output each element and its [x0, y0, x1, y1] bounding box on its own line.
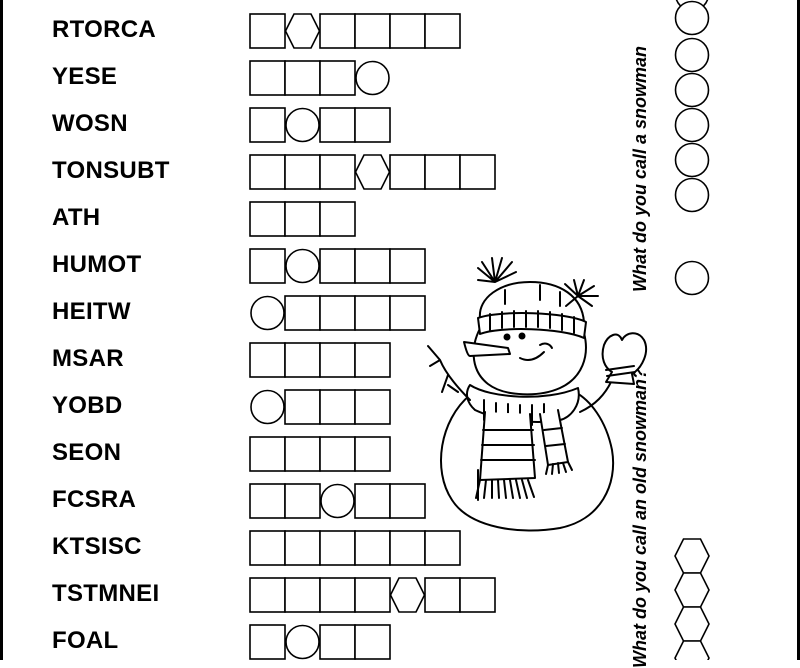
letter-box-square[interactable] — [389, 154, 426, 190]
letter-box-square[interactable] — [249, 577, 286, 613]
scrambled-word: YOBD — [52, 392, 123, 419]
letter-box-square[interactable] — [354, 577, 391, 613]
letter-box-square[interactable] — [389, 248, 426, 284]
letter-box-square[interactable] — [319, 389, 356, 425]
letter-box-square[interactable] — [424, 154, 461, 190]
letter-box-circle[interactable] — [320, 483, 355, 519]
answer-circle[interactable] — [674, 260, 710, 296]
letter-box-square[interactable] — [354, 624, 391, 660]
letter-box-square[interactable] — [354, 13, 391, 49]
letter-box-square[interactable] — [354, 248, 391, 284]
scrambled-word: MSAR — [52, 345, 124, 372]
letter-box-square[interactable] — [284, 577, 321, 613]
letter-box-square[interactable] — [319, 436, 356, 472]
letter-box-square[interactable] — [249, 483, 286, 519]
letter-box-square[interactable] — [319, 624, 356, 660]
letter-box-square[interactable] — [284, 483, 321, 519]
scrambled-word: TONSUBT — [52, 157, 170, 184]
letter-box-square[interactable] — [249, 154, 286, 190]
scrambled-word: FOAL — [52, 627, 119, 654]
letter-box-square[interactable] — [459, 154, 496, 190]
answer-hexagon[interactable] — [674, 606, 710, 642]
answer-circle[interactable] — [674, 107, 710, 143]
letter-box-circle[interactable] — [355, 60, 390, 96]
letter-box-circle[interactable] — [250, 295, 285, 331]
letter-box-square[interactable] — [354, 389, 391, 425]
letter-box-circle[interactable] — [285, 624, 320, 660]
letter-box-square[interactable] — [459, 577, 496, 613]
letter-box-square[interactable] — [249, 248, 286, 284]
answer-circle[interactable] — [674, 0, 710, 36]
letter-box-square[interactable] — [354, 107, 391, 143]
answer-circle[interactable] — [674, 72, 710, 108]
letter-box-square[interactable] — [354, 342, 391, 378]
answer-circle[interactable] — [674, 177, 710, 213]
letter-box-circle[interactable] — [250, 389, 285, 425]
answer-circle[interactable] — [674, 37, 710, 73]
letter-box-square[interactable] — [354, 436, 391, 472]
letter-box-square[interactable] — [319, 60, 356, 96]
letter-box-square[interactable] — [319, 107, 356, 143]
page-border-left — [0, 0, 3, 660]
letter-box-square[interactable] — [284, 436, 321, 472]
letter-box-square[interactable] — [389, 530, 426, 566]
letter-box-square[interactable] — [249, 624, 286, 660]
scrambled-word: WOSN — [52, 110, 128, 137]
letter-box-square[interactable] — [284, 295, 321, 331]
scrambled-word: ATH — [52, 204, 101, 231]
letter-box-square[interactable] — [354, 530, 391, 566]
scrambled-word: SEON — [52, 439, 122, 466]
letter-box-square[interactable] — [319, 530, 356, 566]
letter-box-circle[interactable] — [285, 248, 320, 284]
letter-box-square[interactable] — [249, 342, 286, 378]
scrambled-word: RTORCA — [52, 16, 157, 43]
letter-box-circle[interactable] — [285, 107, 320, 143]
answer-hexagon[interactable] — [674, 538, 710, 574]
letter-box-square[interactable] — [284, 60, 321, 96]
answer-hexagon[interactable] — [674, 640, 710, 660]
riddle-text-second: What do you call an old snowman? — [630, 367, 650, 668]
answer-hexagon[interactable] — [674, 572, 710, 608]
letter-box-square[interactable] — [389, 295, 426, 331]
letter-box-square[interactable] — [249, 60, 286, 96]
scrambled-word: KTSISC — [52, 533, 142, 560]
scrambled-word: HEITW — [52, 298, 131, 325]
scrambled-word: TSTMNEI — [52, 580, 160, 607]
scrambled-word: HUMOT — [52, 251, 142, 278]
letter-box-square[interactable] — [319, 201, 356, 237]
letter-box-square[interactable] — [249, 530, 286, 566]
letter-box-square[interactable] — [249, 201, 286, 237]
letter-box-square[interactable] — [319, 577, 356, 613]
riddle-text-first: What do you call a snowman — [630, 45, 650, 292]
scrambled-word: FCSRA — [52, 486, 137, 513]
letter-box-square[interactable] — [249, 436, 286, 472]
letter-box-square[interactable] — [319, 154, 356, 190]
letter-box-square[interactable] — [354, 295, 391, 331]
scrambled-word: YESE — [52, 63, 118, 90]
answer-circle[interactable] — [674, 142, 710, 178]
letter-box-square[interactable] — [424, 13, 461, 49]
letter-box-square[interactable] — [389, 483, 426, 519]
letter-box-square[interactable] — [389, 13, 426, 49]
page-border-right — [797, 0, 800, 660]
letter-box-square[interactable] — [319, 295, 356, 331]
letter-box-square[interactable] — [249, 107, 286, 143]
